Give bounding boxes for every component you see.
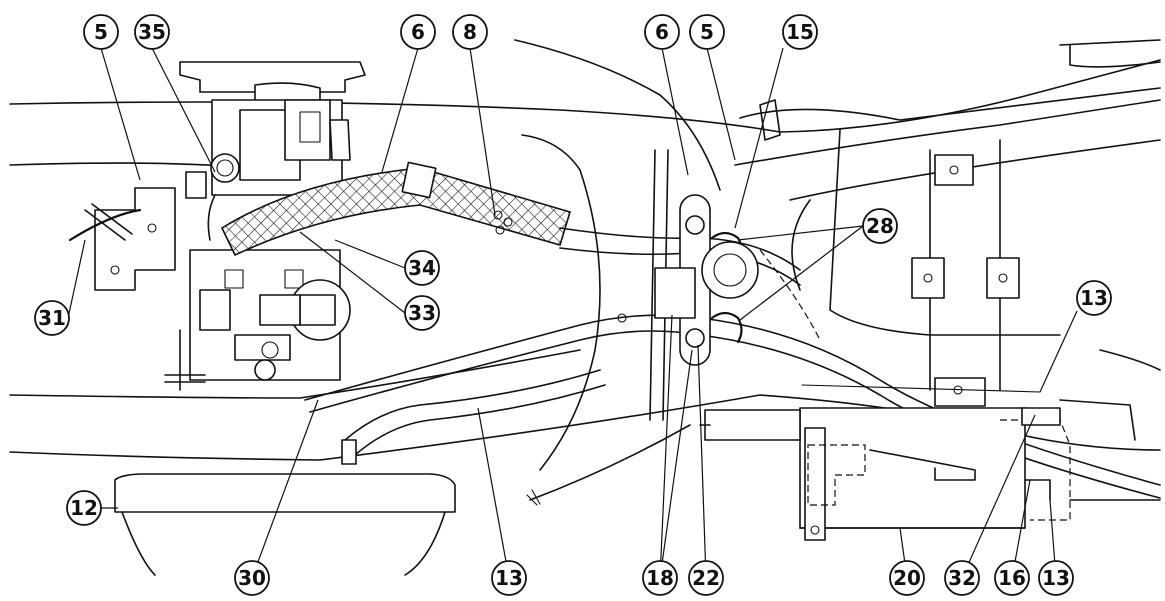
callout-32-label: 32 [948,566,976,590]
callout-12: 12 [66,490,102,526]
callout-31: 31 [34,300,70,336]
callout-34-label: 34 [408,256,436,280]
mesh-wrapped-hose [220,161,571,257]
callout-5-label: 5 [700,20,714,44]
callout-6-label: 6 [411,20,425,44]
callout-35-label: 35 [138,20,166,44]
callout-13-label: 13 [1042,566,1070,590]
callout-22-label: 22 [692,566,720,590]
callout-22: 22 [688,560,724,596]
callout-5-label: 5 [94,20,108,44]
callout-18: 18 [642,560,678,596]
callout-13: 13 [491,560,527,596]
callout-33-label: 33 [408,301,436,325]
callout-13-label: 13 [495,566,523,590]
callout-6: 6 [644,14,680,50]
callout-13: 13 [1076,280,1112,316]
frame-rails [734,39,1161,501]
callout-5: 5 [83,14,119,50]
callout-6: 6 [400,14,436,50]
callout-12-label: 12 [70,496,98,520]
callout-32: 32 [944,560,980,596]
callout-33: 33 [404,295,440,331]
fuel-lines [304,194,1161,499]
callout-16-label: 16 [998,566,1026,590]
callout-34: 34 [404,250,440,286]
callout-5: 5 [689,14,725,50]
callout-28: 28 [862,208,898,244]
callout-13: 13 [1038,560,1074,596]
callout-15: 15 [782,14,818,50]
throttle-body-assembly [68,61,366,391]
callout-31-label: 31 [38,306,66,330]
callout-30: 30 [234,560,270,596]
callout-30-label: 30 [238,566,266,590]
callout-8: 8 [452,14,488,50]
callout-20: 20 [889,560,925,596]
callout-15-label: 15 [786,20,814,44]
callout-35: 35 [134,14,170,50]
callout-16: 16 [994,560,1030,596]
callout-8-label: 8 [463,20,477,44]
callout-6-label: 6 [655,20,669,44]
callout-13-label: 13 [1080,286,1108,310]
callout-18-label: 18 [646,566,674,590]
leader-lines [67,47,1078,579]
fuel-tank [114,473,456,576]
charcoal-canister [699,407,1071,541]
callout-20-label: 20 [893,566,921,590]
callout-28-label: 28 [866,214,894,238]
